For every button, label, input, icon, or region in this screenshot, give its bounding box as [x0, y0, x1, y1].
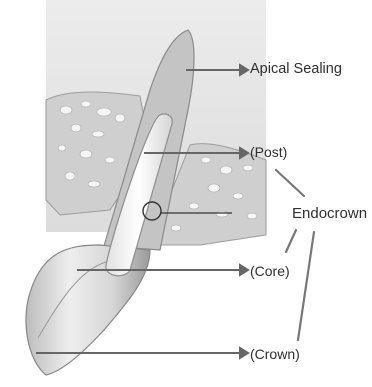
crown-label: (Crown) — [250, 347, 300, 361]
endocrown-to-post-line — [276, 170, 304, 196]
core-arrowhead — [240, 265, 248, 275]
post-label: (Post) — [250, 145, 287, 159]
crown-arrowhead — [240, 348, 248, 358]
endocrown-label: Endocrown — [292, 206, 367, 221]
endocrown-to-core-line — [286, 230, 296, 252]
apical-sealing-label: Apical Sealing — [250, 62, 342, 77]
endocrown-connectors — [276, 170, 314, 340]
endocrown-to-crown-line — [298, 232, 314, 340]
core-label: (Core) — [250, 264, 290, 278]
